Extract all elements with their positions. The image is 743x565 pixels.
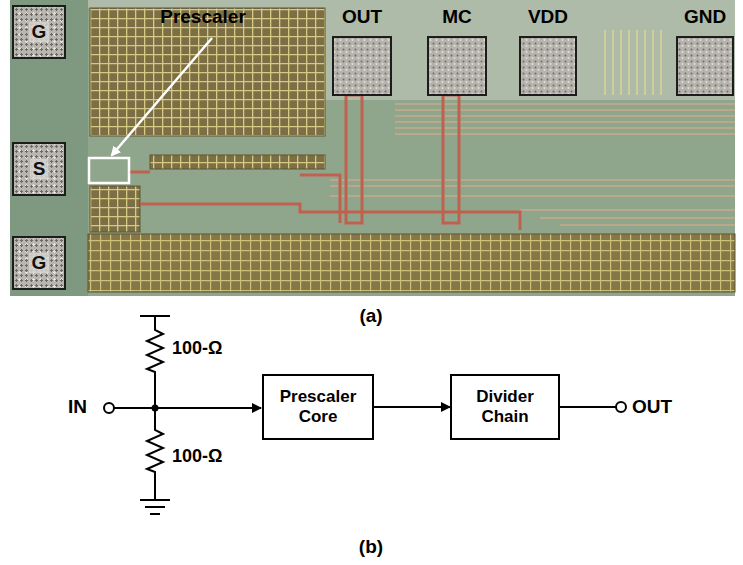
rf-traces bbox=[128, 95, 520, 230]
resistor-value: 100-Ω bbox=[172, 446, 222, 467]
ground-symbol bbox=[140, 500, 170, 514]
metal-traces bbox=[330, 104, 735, 225]
node-text: Divider Chain bbox=[460, 387, 550, 426]
drawing-part bbox=[114, 316, 616, 514]
bond-pad bbox=[428, 37, 486, 95]
metal-strip bbox=[150, 155, 325, 169]
resistor-value: 100-Ω bbox=[172, 338, 222, 359]
bond-pad bbox=[677, 37, 733, 95]
die-substrate bbox=[10, 0, 735, 296]
drawing-part bbox=[346, 95, 362, 223]
highlight-box bbox=[89, 158, 129, 183]
bond-pad: G bbox=[12, 236, 66, 290]
node-text: S bbox=[30, 159, 49, 180]
pin-name: GND bbox=[684, 6, 726, 28]
signal-arrow bbox=[374, 406, 450, 408]
process-box: Divider Chain bbox=[450, 374, 560, 440]
drawing-part bbox=[128, 172, 520, 230]
drawing-part bbox=[330, 180, 735, 225]
bond-pad bbox=[333, 37, 391, 95]
node-text: G bbox=[29, 253, 50, 274]
node-text: Prescaler Core bbox=[272, 387, 364, 426]
metal-grid bbox=[90, 186, 140, 232]
output-wire bbox=[560, 406, 616, 408]
signal-name: IN bbox=[68, 396, 87, 418]
panel-label: (a) bbox=[359, 305, 382, 327]
pad-column bbox=[10, 0, 88, 296]
drawing-part bbox=[300, 175, 340, 223]
callout-label: Prescaler bbox=[160, 6, 246, 28]
drawing-part bbox=[443, 95, 459, 223]
panel-label: (b) bbox=[359, 536, 383, 558]
pin-name: OUT bbox=[342, 6, 382, 28]
bond-pad bbox=[520, 37, 576, 95]
pin-name: VDD bbox=[528, 6, 568, 28]
drawing-part bbox=[395, 104, 735, 134]
junction-dot bbox=[152, 405, 159, 412]
pad-ring bbox=[325, 0, 735, 100]
vdd-comb bbox=[605, 30, 661, 95]
ground-plane bbox=[88, 234, 735, 292]
node-text: G bbox=[29, 22, 50, 43]
bond-pad: S bbox=[12, 142, 66, 196]
signal-name: OUT bbox=[632, 396, 672, 418]
leader-arrow bbox=[112, 38, 212, 155]
terminal bbox=[616, 402, 626, 412]
process-box: Prescaler Core bbox=[262, 374, 374, 440]
terminal bbox=[104, 403, 114, 413]
metal-grid bbox=[90, 8, 325, 136]
bond-pad: G bbox=[12, 5, 66, 59]
drawing-part bbox=[605, 30, 661, 95]
input-wire bbox=[114, 407, 261, 409]
pin-name: MC bbox=[442, 6, 472, 28]
